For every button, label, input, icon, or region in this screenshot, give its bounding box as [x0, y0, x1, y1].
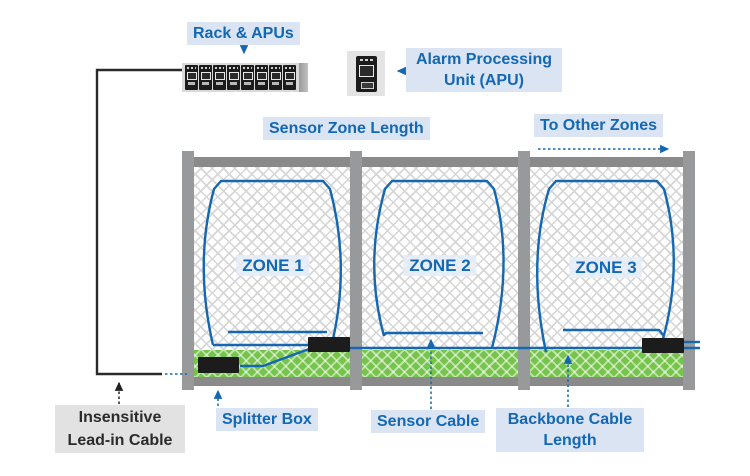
module-display: [271, 72, 281, 80]
zone-2-label: ZONE 2: [403, 255, 477, 276]
rack-side-shade: [299, 63, 308, 92]
module-led-dots: [187, 67, 196, 69]
module-display: [187, 72, 197, 80]
rack-apu-module: [269, 65, 282, 90]
sensor-zone-length-label: Sensor Zone Length: [263, 117, 430, 140]
apu-module: [355, 55, 377, 92]
splitter-box-zone-3: [642, 338, 684, 353]
apu-connector: [360, 81, 374, 89]
rack-apu-module: [185, 65, 198, 90]
sensor-cable-label: Sensor Cable: [371, 410, 486, 433]
splitter-box-zone-2: [308, 337, 350, 352]
apu-label: Alarm Processing Unit (APU): [406, 48, 562, 92]
fence-post-2: [350, 151, 362, 390]
backbone-cable-length-label: Backbone Cable Length: [496, 408, 644, 452]
fence-post-4: [683, 151, 695, 390]
module-led-dots: [285, 67, 294, 69]
module-display: [257, 72, 267, 80]
module-connector: [272, 82, 279, 85]
apu-display: [358, 64, 374, 77]
insensitive-leadin-cable-line: [95, 68, 182, 376]
zone-3-label: ZONE 3: [569, 257, 643, 278]
module-display: [285, 72, 295, 80]
rack-apu-module: [199, 65, 212, 90]
rack-apu-module: [283, 65, 296, 90]
module-display: [229, 72, 239, 80]
apu-led-dots: [359, 58, 373, 61]
rack-label: Rack & APUs: [187, 22, 300, 45]
insensitive-leadin-label: Insensitive Lead-in Cable: [55, 405, 185, 453]
module-connector: [258, 82, 265, 85]
module-led-dots: [243, 67, 252, 69]
module-led-dots: [201, 67, 210, 69]
module-connector: [216, 82, 223, 85]
rack-apu-module: [241, 65, 254, 90]
module-led-dots: [257, 67, 266, 69]
module-display: [215, 72, 225, 80]
rack-icon: [182, 63, 308, 92]
rack-apu-module: [255, 65, 268, 90]
fence-bottom-rail: [182, 377, 695, 386]
fence-post-3: [518, 151, 530, 390]
module-led-dots: [271, 67, 280, 69]
module-connector: [230, 82, 237, 85]
rack-apu-module: [227, 65, 240, 90]
rack-modules: [185, 65, 296, 90]
splitter-box-label: Splitter Box: [216, 408, 318, 431]
module-led-dots: [215, 67, 224, 69]
rack-apu-module: [213, 65, 226, 90]
grass-strip: [182, 350, 695, 377]
zone-1-label: ZONE 1: [236, 255, 310, 276]
module-connector: [286, 82, 293, 85]
module-connector: [244, 82, 251, 85]
module-connector: [188, 82, 195, 85]
fence-post-1: [182, 151, 194, 390]
splitter-box-zone-1: [198, 357, 239, 373]
to-other-zones-label: To Other Zones: [534, 114, 664, 137]
module-led-dots: [229, 67, 238, 69]
fence-top-rail: [182, 157, 695, 167]
module-display: [201, 72, 211, 80]
module-display: [243, 72, 253, 80]
apu-icon: [347, 51, 385, 96]
module-connector: [202, 82, 209, 85]
